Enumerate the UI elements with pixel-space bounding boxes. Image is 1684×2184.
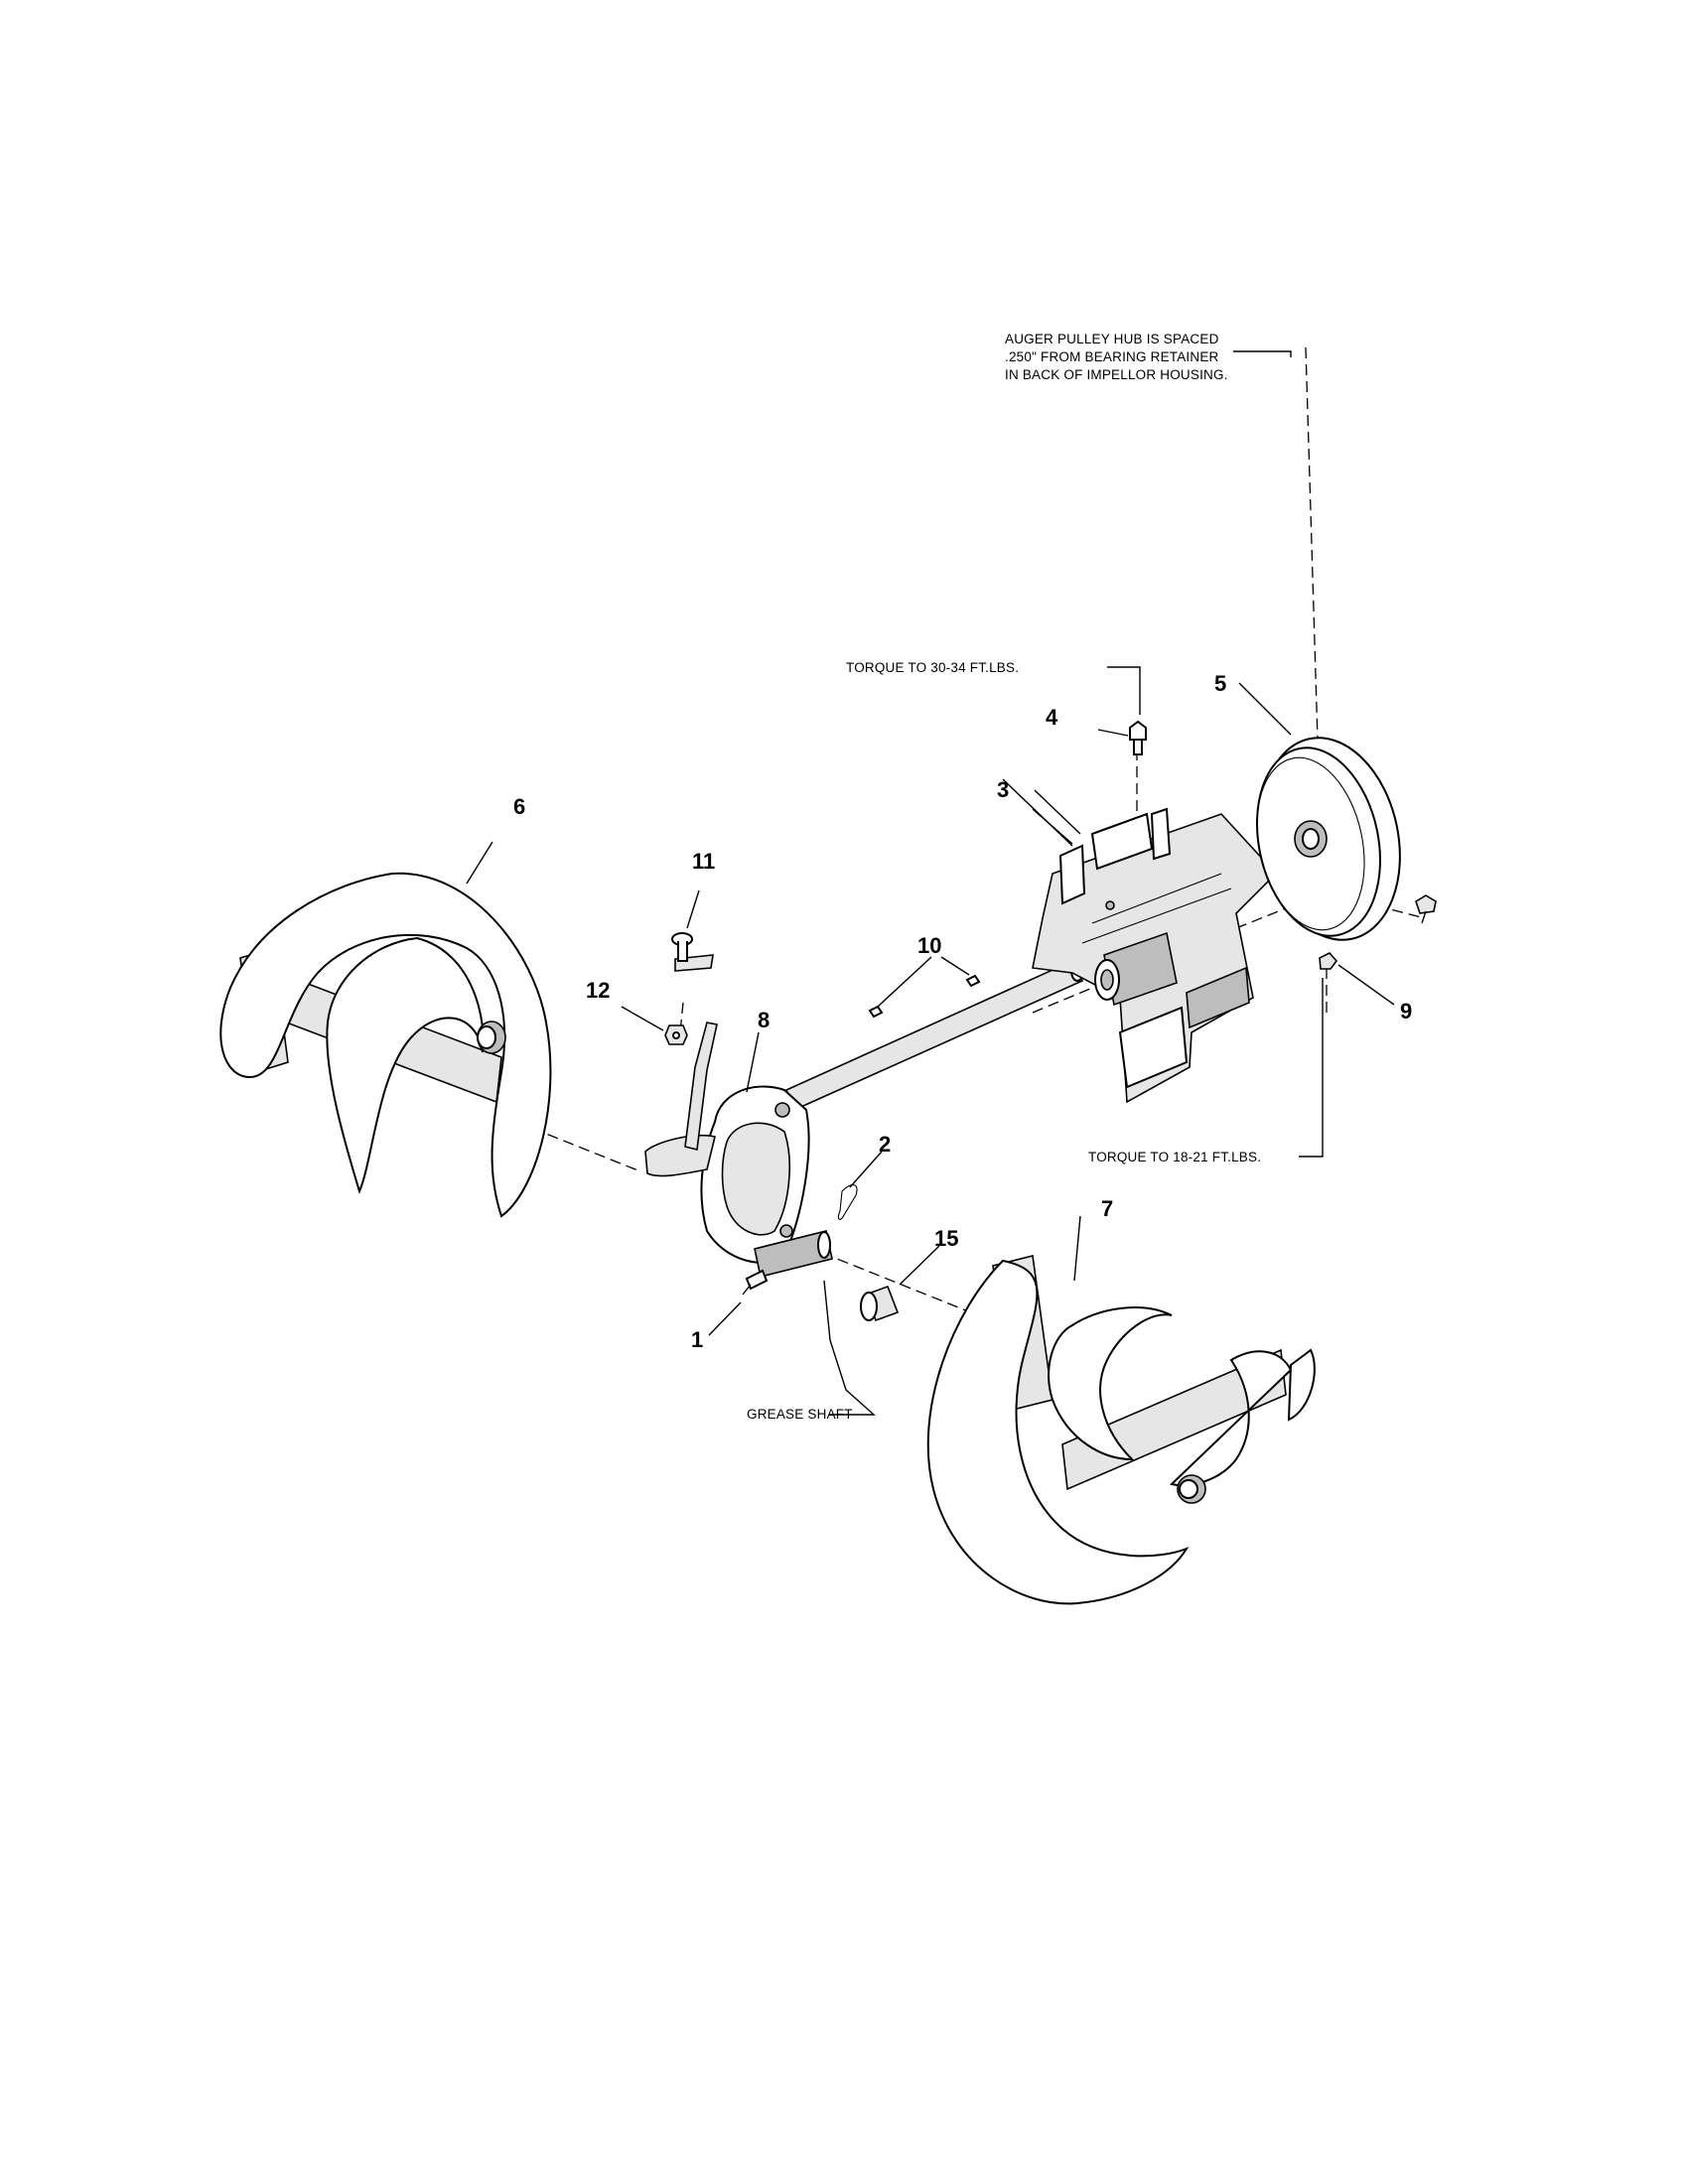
- note-torque-bottom: TORQUE TO 18-21 FT.LBS.: [1088, 1150, 1261, 1164]
- callout-5: 5: [1214, 671, 1226, 696]
- note-torque-top: TORQUE TO 30-34 FT.LBS.: [846, 660, 1019, 675]
- bushing-part-15: [860, 1285, 900, 1322]
- carriage-bolt-part-11: [671, 932, 693, 962]
- callout-3: 3: [997, 777, 1009, 802]
- callout-12: 12: [586, 978, 610, 1003]
- bolt-part-4: [1129, 720, 1147, 755]
- note-grease-shaft: GREASE SHAFT: [747, 1407, 853, 1422]
- pulley-part-5: [1256, 737, 1401, 941]
- callout-10: 10: [917, 933, 941, 958]
- note-pulley-hub-line3: IN BACK OF IMPELLOR HOUSING.: [1005, 367, 1228, 382]
- note-pulley-hub-line1: AUGER PULLEY HUB IS SPACED: [1005, 332, 1219, 346]
- callout-1: 1: [691, 1327, 703, 1352]
- nut-part-12: [664, 1024, 688, 1045]
- notes: AUGER PULLEY HUB IS SPACED .250" FROM BE…: [747, 332, 1261, 1422]
- right-auger-part-7: [926, 1255, 1316, 1605]
- callout-7: 7: [1101, 1196, 1113, 1221]
- callout-11: 11: [692, 849, 715, 874]
- gearbox-part-8: [644, 959, 1084, 1278]
- note-pulley-hub-line2: .250" FROM BEARING RETAINER: [1005, 349, 1219, 364]
- callout-2: 2: [879, 1132, 891, 1157]
- callout-9: 9: [1400, 999, 1412, 1024]
- leader-lines: [466, 350, 1395, 1416]
- screw-part-1: [742, 1269, 769, 1296]
- pin-part-2: [837, 1184, 858, 1220]
- callout-4: 4: [1046, 705, 1058, 730]
- callout-15: 15: [934, 1226, 958, 1251]
- callout-8: 8: [758, 1008, 770, 1032]
- left-auger-part-6: [219, 872, 552, 1218]
- bolts-part-9: [1319, 894, 1437, 970]
- housing-part-3: [1032, 807, 1278, 1104]
- keys-part-10: [868, 974, 981, 1019]
- callout-6: 6: [513, 794, 525, 819]
- callout-numbers: 1 2 3 4 5 6 7 8 9 10 11 12 15: [513, 671, 1412, 1352]
- support-rod: [674, 954, 718, 1151]
